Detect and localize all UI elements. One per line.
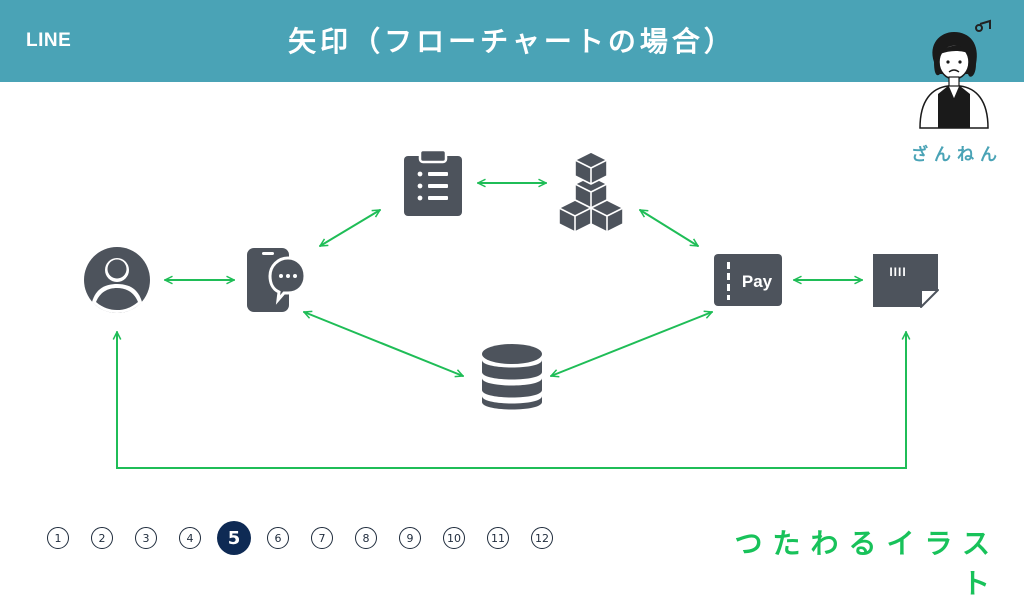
arrow-phone-checklist: [320, 209, 380, 247]
arrow-pay-database: [551, 312, 712, 376]
page-number-2[interactable]: 2: [80, 520, 124, 556]
arrow-user-receipt-loop: [117, 331, 906, 469]
page-number-label: 7: [311, 527, 333, 549]
page-number-10[interactable]: 10: [432, 520, 476, 556]
page-number-1[interactable]: 1: [36, 520, 80, 556]
database-icon: [482, 344, 542, 410]
user-avatar-icon: [84, 247, 150, 313]
page-number-label: 12: [531, 527, 553, 549]
page-number-label: 9: [399, 527, 421, 549]
sad-woman-illustration-icon: [919, 19, 991, 129]
page-number-label: 8: [355, 527, 377, 549]
phone-chat-icon: [247, 248, 307, 312]
page-title: 矢印（フローチャートの場合）: [288, 25, 736, 58]
page-number-4[interactable]: 4: [168, 520, 212, 556]
page-number-label: 3: [135, 527, 157, 549]
app-logo: LINE: [26, 30, 72, 51]
page-number-label: 5: [217, 521, 251, 555]
page-number-6[interactable]: 6: [256, 520, 300, 556]
receipt-label: IIII: [889, 265, 906, 279]
page-number-label: 6: [267, 527, 289, 549]
page-number-5[interactable]: 5: [212, 520, 256, 556]
page-number-7[interactable]: 7: [300, 520, 344, 556]
page-number-label: 10: [443, 527, 465, 549]
arrow-boxes-pay: [640, 209, 698, 247]
flowchart-diagram: Pay IIII: [84, 148, 939, 469]
page-number-9[interactable]: 9: [388, 520, 432, 556]
page-number-label: 4: [179, 527, 201, 549]
page-number-12[interactable]: 12: [520, 520, 564, 556]
receipt-icon: IIII: [873, 254, 939, 308]
page-number-label: 1: [47, 527, 69, 549]
character-caption: ざんねん: [911, 145, 1003, 165]
page-number-8[interactable]: 8: [344, 520, 388, 556]
page-number-11[interactable]: 11: [476, 520, 520, 556]
pay-label: Pay: [742, 272, 773, 291]
clipboard-list-icon: [404, 148, 462, 216]
page-number-label: 11: [487, 527, 509, 549]
page-number-label: 2: [91, 527, 113, 549]
arrow-phone-database: [304, 312, 463, 376]
pay-card-icon: Pay: [714, 254, 782, 306]
brand-wordmark: つたわるイラスト: [734, 527, 1000, 600]
page-number-3[interactable]: 3: [124, 520, 168, 556]
header-bar: LINE 矢印（フローチャートの場合）: [0, 0, 1024, 82]
stacked-boxes-icon: [558, 151, 624, 233]
